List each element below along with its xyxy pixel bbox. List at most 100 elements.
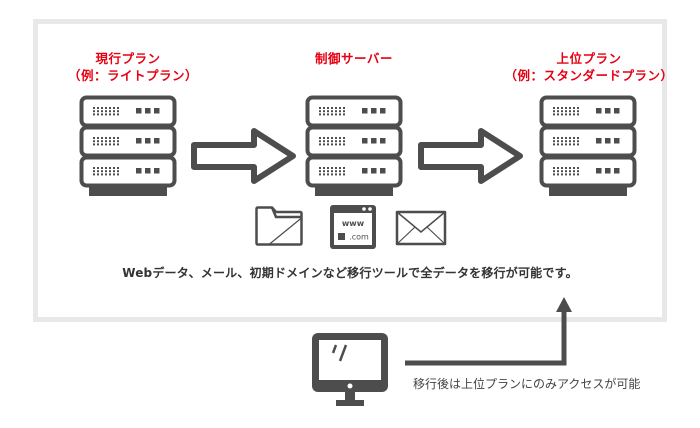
server-vent-dot: [109, 110, 111, 113]
server-vent-dot: [327, 107, 329, 109]
server-vent-dot: [339, 110, 341, 113]
server-vent-dot: [577, 137, 579, 139]
server-vent-dot: [553, 167, 555, 169]
arrow-right-icon: [418, 128, 523, 184]
server-vent-dot: [343, 113, 345, 116]
arrow-control-to-upper: [415, 126, 527, 186]
server-vent-dot: [117, 167, 119, 169]
server-vent-dot: [117, 143, 119, 146]
server-vent-dot: [105, 113, 107, 116]
server-vent-dot: [319, 137, 321, 139]
server-vent-dot: [319, 173, 321, 176]
server-vent-dot: [561, 140, 563, 143]
server-vent-dot: [101, 173, 103, 176]
server-vent-dot: [93, 167, 95, 169]
server-vent-dot: [553, 170, 555, 173]
server-vent-dot: [97, 137, 99, 139]
server-vent-dot: [573, 137, 575, 139]
migration-caption: Webデータ、メール、初期ドメインなど移行ツールで全データを移行が可能です。: [122, 266, 578, 280]
server-vent-dot: [319, 113, 321, 116]
server-status-light: [605, 138, 611, 144]
server-vent-dot: [335, 137, 337, 139]
server-vent-dot: [339, 143, 341, 146]
server-vent-dot: [343, 110, 345, 113]
server-vent-dot: [331, 137, 333, 139]
server-status-light: [614, 168, 620, 174]
server-vent-dot: [105, 167, 107, 169]
server-vent-dot: [327, 170, 329, 173]
server-vent-dot: [109, 143, 111, 146]
client-monitor: [310, 331, 390, 409]
upper-plan-subtitle: （例：スタンダードプラン）: [504, 68, 674, 83]
server-vent-dot: [569, 113, 571, 116]
server-vent-dot: [565, 107, 567, 109]
server-vent-dot: [93, 107, 95, 109]
server-vent-dot: [339, 173, 341, 176]
server-vent-dot: [577, 143, 579, 146]
server-vent-dot: [569, 110, 571, 113]
server-base: [315, 187, 393, 196]
server-vent-dot: [101, 170, 103, 173]
server-vent-dot: [109, 170, 111, 173]
server-vent-dot: [343, 140, 345, 143]
website-item: www .com: [329, 204, 377, 250]
server-vent-dot: [323, 107, 325, 109]
folder-item: [254, 205, 304, 247]
server-vent-dot: [93, 170, 95, 173]
server-base: [549, 187, 627, 196]
server-vent-dot: [105, 170, 107, 173]
server-vent-dot: [97, 107, 99, 109]
server-vent-dot: [569, 173, 571, 176]
server-vent-dot: [335, 167, 337, 169]
server-vent-dot: [327, 110, 329, 113]
server-status-light: [596, 168, 602, 174]
server-vent-dot: [343, 107, 345, 109]
server-vent-dot: [117, 137, 119, 139]
server-status-light: [605, 168, 611, 174]
access-note: 移行後は上位プランにのみアクセスが可能: [413, 377, 641, 391]
server-vent-dot: [339, 167, 341, 169]
server-status-light: [145, 138, 151, 144]
server-vent-dot: [335, 140, 337, 143]
server-vent-dot: [97, 173, 99, 176]
server-vent-dot: [327, 113, 329, 116]
server-status-light: [136, 168, 142, 174]
server-vent-dot: [113, 140, 115, 143]
server-status-light: [362, 108, 368, 114]
server-vent-dot: [97, 170, 99, 173]
server-status-light: [154, 168, 160, 174]
server-vent-dot: [109, 173, 111, 176]
server-status-light: [145, 168, 151, 174]
server-vent-dot: [319, 143, 321, 146]
server-vent-dot: [557, 173, 559, 176]
server-vent-dot: [101, 140, 103, 143]
server-vent-dot: [117, 173, 119, 176]
arrow-right-icon: [191, 128, 296, 184]
server-vent-dot: [339, 170, 341, 173]
server-vent-dot: [319, 107, 321, 109]
server-vent-dot: [573, 113, 575, 116]
server-vent-dot: [109, 167, 111, 169]
server-vent-dot: [331, 173, 333, 176]
server-vent-dot: [343, 173, 345, 176]
server-vent-dot: [117, 107, 119, 109]
server-vent-dot: [97, 110, 99, 113]
server-vent-dot: [577, 110, 579, 113]
server-status-light: [362, 168, 368, 174]
current-plan-title: 現行プラン: [95, 51, 161, 66]
control-server: [305, 95, 403, 197]
server-vent-dot: [113, 113, 115, 116]
server-vent-dot: [565, 143, 567, 146]
server-vent-dot: [561, 173, 563, 176]
server-vent-dot: [335, 173, 337, 176]
server-vent-dot: [323, 167, 325, 169]
server-vent-dot: [557, 110, 559, 113]
server-vent-dot: [335, 107, 337, 109]
server-base: [89, 187, 167, 196]
server-vent-dot: [97, 140, 99, 143]
arrow-current-to-control: [188, 126, 300, 186]
server-vent-dot: [577, 107, 579, 109]
server-vent-dot: [105, 173, 107, 176]
server-vent-dot: [561, 170, 563, 173]
server-vent-dot: [323, 170, 325, 173]
